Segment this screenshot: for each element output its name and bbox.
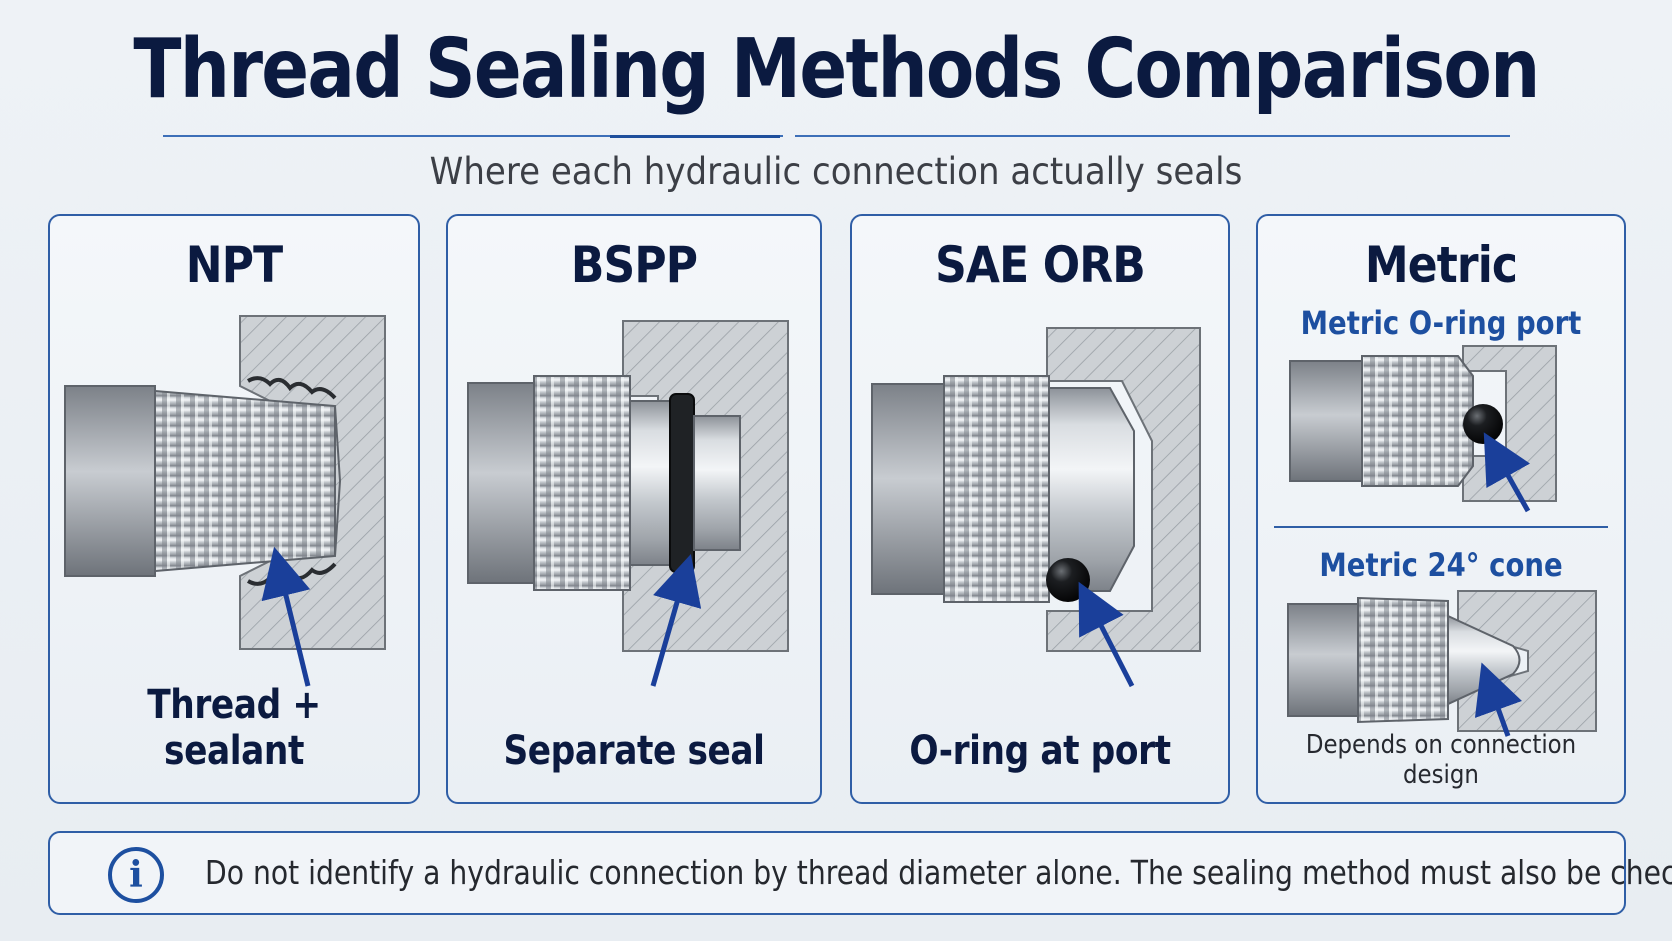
- title-underline-right: [795, 135, 1510, 137]
- page-subtitle: Where each hydraulic connection actually…: [429, 150, 1243, 193]
- panel-title-bspp: BSPP: [570, 236, 698, 294]
- panel-caption-metric: Depends on connection design: [1305, 730, 1577, 790]
- panel-title-sae-orb: SAE ORB: [935, 236, 1146, 294]
- bspp-seal-arrow: [650, 553, 702, 687]
- panel-bspp: BSPP Separate seal: [446, 214, 822, 804]
- metric-o-ring-port-illustration: [1289, 345, 1557, 513]
- panel-metric: Metric Metric O-ring port Metric 24° con…: [1256, 214, 1626, 804]
- npt-fitting-illustration: [64, 315, 386, 687]
- panel-caption-sae-orb: O-ring at port: [909, 728, 1171, 774]
- panel-title-metric: Metric: [1364, 236, 1518, 294]
- panel-sae-orb: SAE ORB O-ring at port: [850, 214, 1230, 804]
- panel-caption-npt: Thread + sealant: [147, 682, 321, 774]
- sae-orb-fitting-illustration: [871, 327, 1201, 688]
- title-underline-accent: [610, 135, 780, 138]
- metric-o-ring-arrow: [1483, 432, 1531, 513]
- info-note-text: Do not identify a hydraulic connection b…: [205, 853, 1672, 892]
- bspp-bonded-seal: [669, 393, 695, 573]
- metric-24-cone-label: Metric 24° cone: [1319, 546, 1563, 584]
- title-underline-left: [163, 135, 783, 137]
- bspp-fitting-illustration: [467, 320, 789, 687]
- page-title: Thread Sealing Methods Comparison: [133, 22, 1540, 117]
- sae-orb-seal-arrow: [1078, 581, 1135, 688]
- info-note: i Do not identify a hydraulic connection…: [48, 831, 1672, 915]
- metric-divider: [1274, 526, 1608, 528]
- panel-title-npt: NPT: [185, 236, 283, 294]
- metric-cone-arrow: [1474, 662, 1522, 737]
- panel-npt: NPT Thread + sealant: [48, 214, 420, 804]
- metric-o-ring-port-label: Metric O-ring port: [1300, 304, 1582, 342]
- metric-24-cone-illustration: [1287, 590, 1597, 737]
- npt-seal-arrow: [261, 546, 311, 687]
- info-icon: i: [108, 847, 164, 903]
- sae-orb-o-ring: [1046, 558, 1090, 602]
- panel-caption-bspp: Separate seal: [503, 728, 765, 774]
